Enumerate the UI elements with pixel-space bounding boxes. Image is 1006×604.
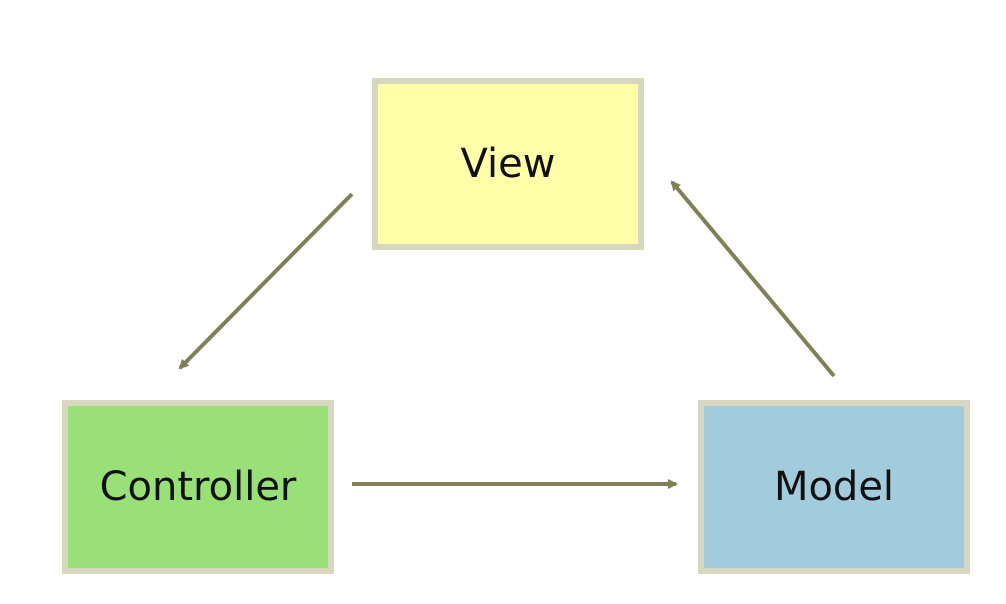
- arrow-view-to-controller: [178, 192, 354, 370]
- model-box: Model: [698, 400, 970, 574]
- view-box: View: [372, 78, 644, 250]
- arrow-model-to-view: [670, 180, 836, 378]
- controller-box: Controller: [62, 400, 334, 574]
- model-label: Model: [773, 464, 895, 510]
- controller-label: Controller: [99, 464, 297, 510]
- view-label: View: [460, 141, 556, 187]
